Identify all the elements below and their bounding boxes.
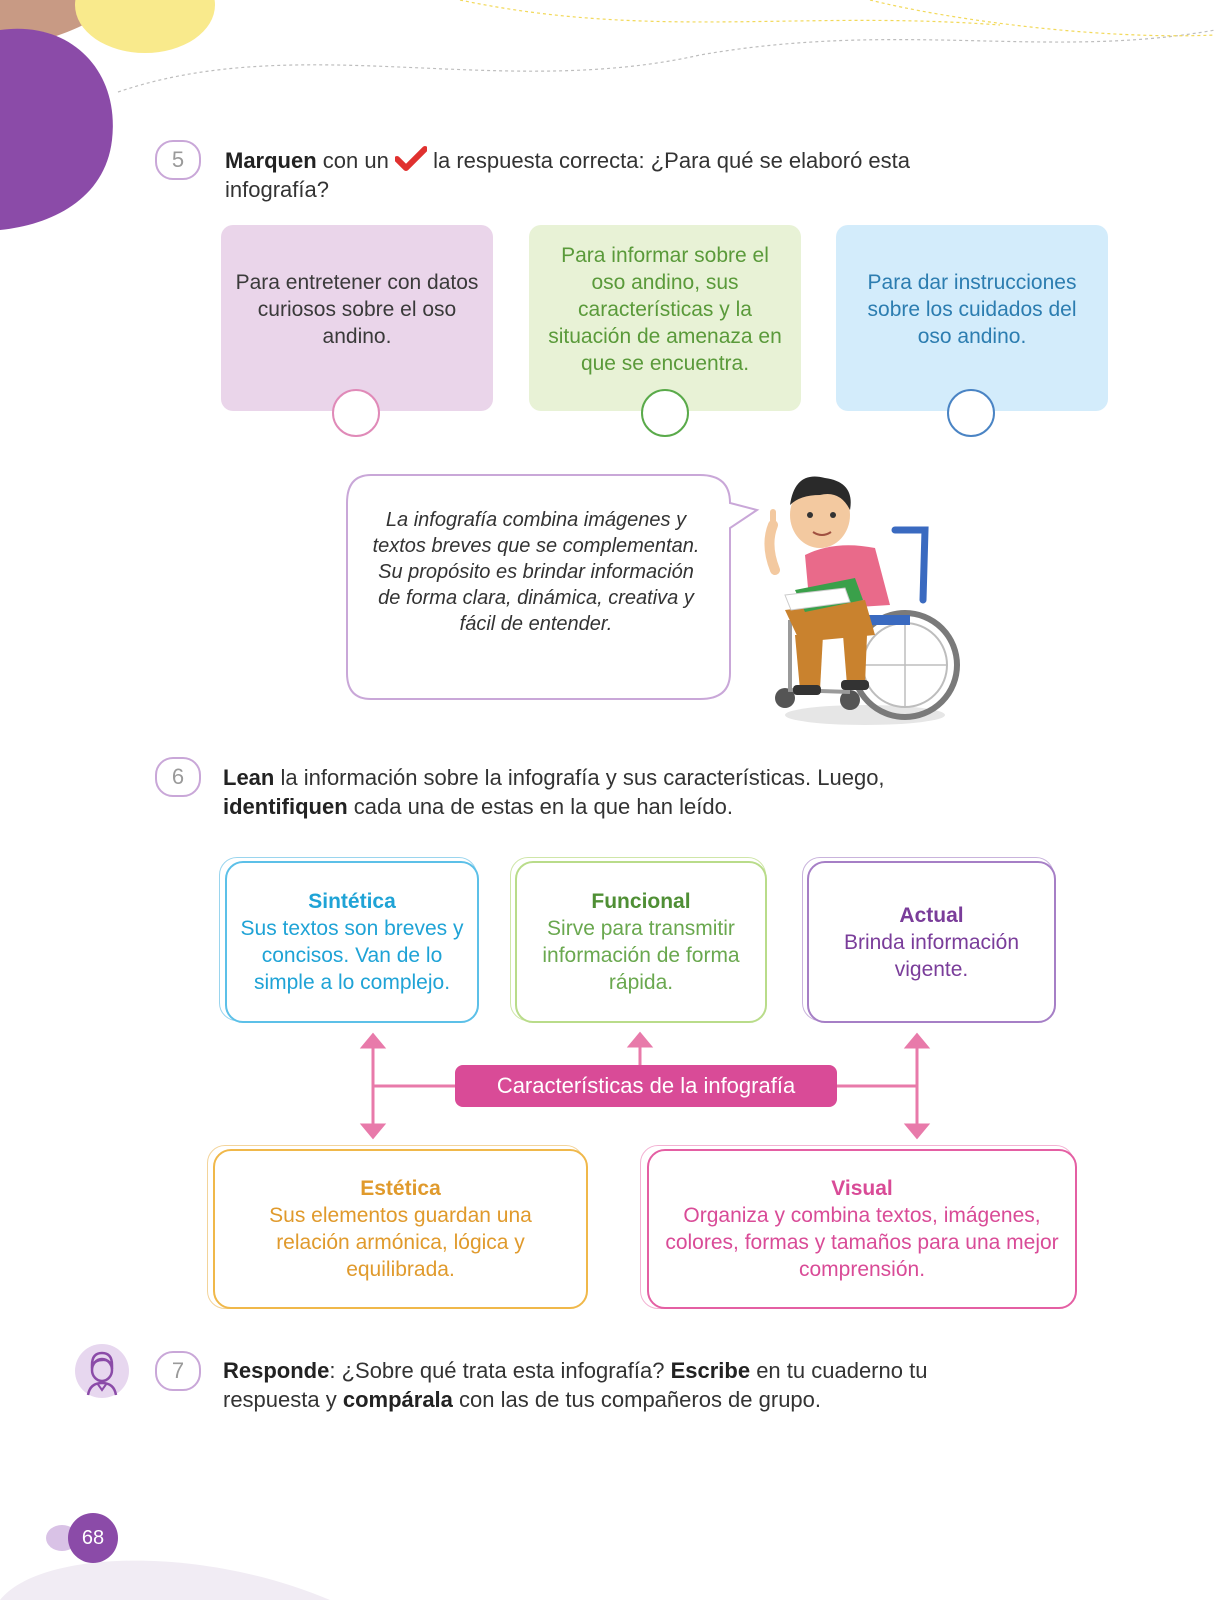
card-estetica: Estética Sus elementos guardan una relac…	[213, 1149, 588, 1309]
question-6-text: Lean la información sobre la infografía …	[223, 763, 1143, 821]
q6-verb-1: Lean	[223, 765, 275, 790]
q7-text-4: con las de tus compañeros de grupo.	[452, 1387, 822, 1412]
estetica-text: Sus elementos guardan una relación armón…	[269, 1204, 532, 1281]
question-number-7: 7	[155, 1351, 201, 1391]
diagram-center-label: Características de la infografía	[455, 1065, 837, 1107]
sintetica-title: Sintética	[308, 890, 396, 913]
q7-verb-3: compárala	[342, 1387, 453, 1412]
card-funcional: Funcional Sirve para transmitir informac…	[515, 861, 767, 1023]
q7-text-2: en tu cuaderno tu	[750, 1358, 928, 1383]
corner-decoration	[0, 0, 1215, 230]
option-card-2[interactable]: Para informar sobre el oso andino, sus c…	[529, 225, 801, 411]
actual-text: Brinda información vigente.	[843, 930, 1020, 981]
bottom-decoration	[0, 1525, 330, 1600]
q5-verb: Marquen	[225, 148, 317, 173]
bubble-text: La infografía combina imágenes y textos …	[372, 509, 700, 635]
card-visual: Visual Organiza y combina textos, imágen…	[647, 1149, 1077, 1309]
q6-text-2: cada una de estas en la que han leído.	[347, 794, 733, 819]
q5-text-b: la respuesta correcta: ¿Para qué se elab…	[426, 148, 911, 173]
card-sintetica: Sintética Sus textos son breves y concis…	[225, 861, 479, 1023]
question-number-6: 6	[155, 757, 201, 797]
option-3-text: Para dar instrucciones sobre los cuidado…	[867, 270, 1077, 348]
funcional-title: Funcional	[591, 890, 691, 913]
q7-verb-1: Responde	[223, 1358, 330, 1383]
student-icon	[75, 1344, 129, 1398]
visual-text: Organiza y combina textos, imágenes, col…	[665, 1204, 1059, 1281]
option-1-checkbox[interactable]	[332, 389, 380, 437]
option-2-text: Para informar sobre el oso andino, sus c…	[548, 243, 782, 375]
visual-title: Visual	[831, 1177, 893, 1200]
option-3-checkbox[interactable]	[947, 389, 995, 437]
question-5-text: Marquen con un la respuesta correcta: ¿P…	[225, 146, 1145, 204]
card-actual: Actual Brinda información vigente.	[807, 861, 1056, 1023]
funcional-text: Sirve para transmitir información de for…	[542, 917, 740, 994]
q7-verb-2: Escribe	[670, 1358, 751, 1383]
option-2-checkbox[interactable]	[641, 389, 689, 437]
q5-text-a: con un	[316, 148, 395, 173]
q6-verb-2: identifiquen	[223, 794, 348, 819]
question-7-text: Responde: ¿Sobre qué trata esta infograf…	[223, 1356, 1143, 1414]
q6-text-1: la información sobre la infografía y sus…	[274, 765, 885, 790]
sintetica-text: Sus textos son breves y concisos. Van de…	[240, 917, 464, 994]
student-wheelchair-illustration	[764, 476, 960, 725]
option-card-3[interactable]: Para dar instrucciones sobre los cuidado…	[836, 225, 1108, 411]
q7-text-3: respuesta y	[223, 1387, 343, 1412]
checkmark-icon	[393, 146, 428, 171]
q7-text-1: : ¿Sobre qué trata esta infografía?	[329, 1358, 671, 1383]
estetica-title: Estética	[360, 1177, 441, 1200]
option-1-text: Para entretener con datos curiosos sobre…	[235, 270, 479, 348]
actual-title: Actual	[899, 903, 964, 927]
option-card-1[interactable]: Para entretener con datos curiosos sobre…	[221, 225, 493, 411]
question-number-5: 5	[155, 140, 201, 180]
q5-text-c: infografía?	[225, 177, 329, 202]
page-number: 68	[68, 1513, 118, 1563]
speech-bubble	[346, 474, 760, 700]
